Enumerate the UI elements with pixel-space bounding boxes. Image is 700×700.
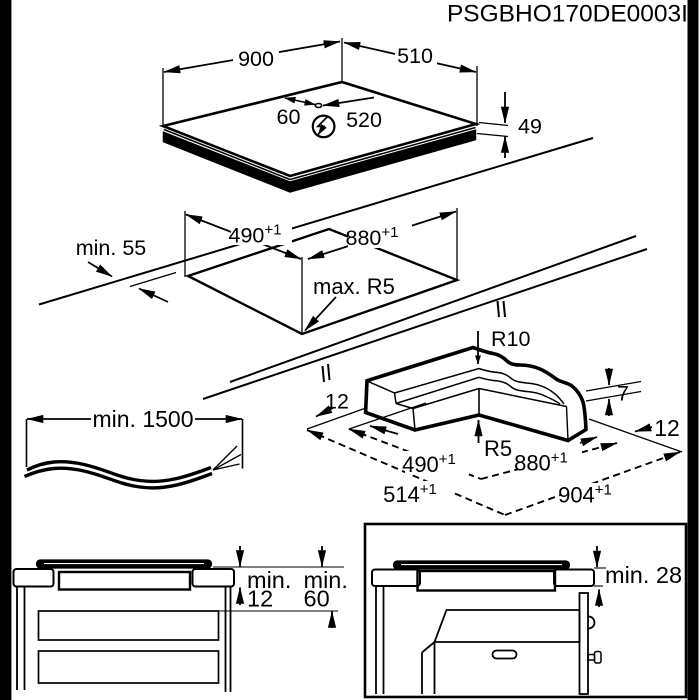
svg-text:min.: min. <box>304 567 348 593</box>
svg-text:60: 60 <box>277 105 301 129</box>
svg-text:R10: R10 <box>491 327 530 351</box>
svg-text:510: 510 <box>397 44 433 68</box>
svg-text:60: 60 <box>304 586 330 612</box>
svg-text:min. 28: min. 28 <box>605 562 682 588</box>
svg-text:min. 55: min. 55 <box>76 236 147 260</box>
svg-text:880+1: 880+1 <box>514 450 568 476</box>
svg-text:7: 7 <box>617 382 629 406</box>
svg-text:PSGBHO170DE0003I: PSGBHO170DE0003I <box>447 1 688 28</box>
svg-text:max. R5: max. R5 <box>313 274 395 299</box>
svg-text:min. 1500: min. 1500 <box>92 406 193 432</box>
svg-text:12: 12 <box>654 415 680 441</box>
svg-text:min.: min. <box>247 567 291 593</box>
svg-text:R5: R5 <box>484 436 512 461</box>
svg-text:520: 520 <box>346 108 382 132</box>
svg-text:12: 12 <box>247 586 273 612</box>
svg-text:900: 900 <box>238 47 274 71</box>
svg-text:12: 12 <box>325 390 349 414</box>
svg-text:49: 49 <box>518 115 542 139</box>
